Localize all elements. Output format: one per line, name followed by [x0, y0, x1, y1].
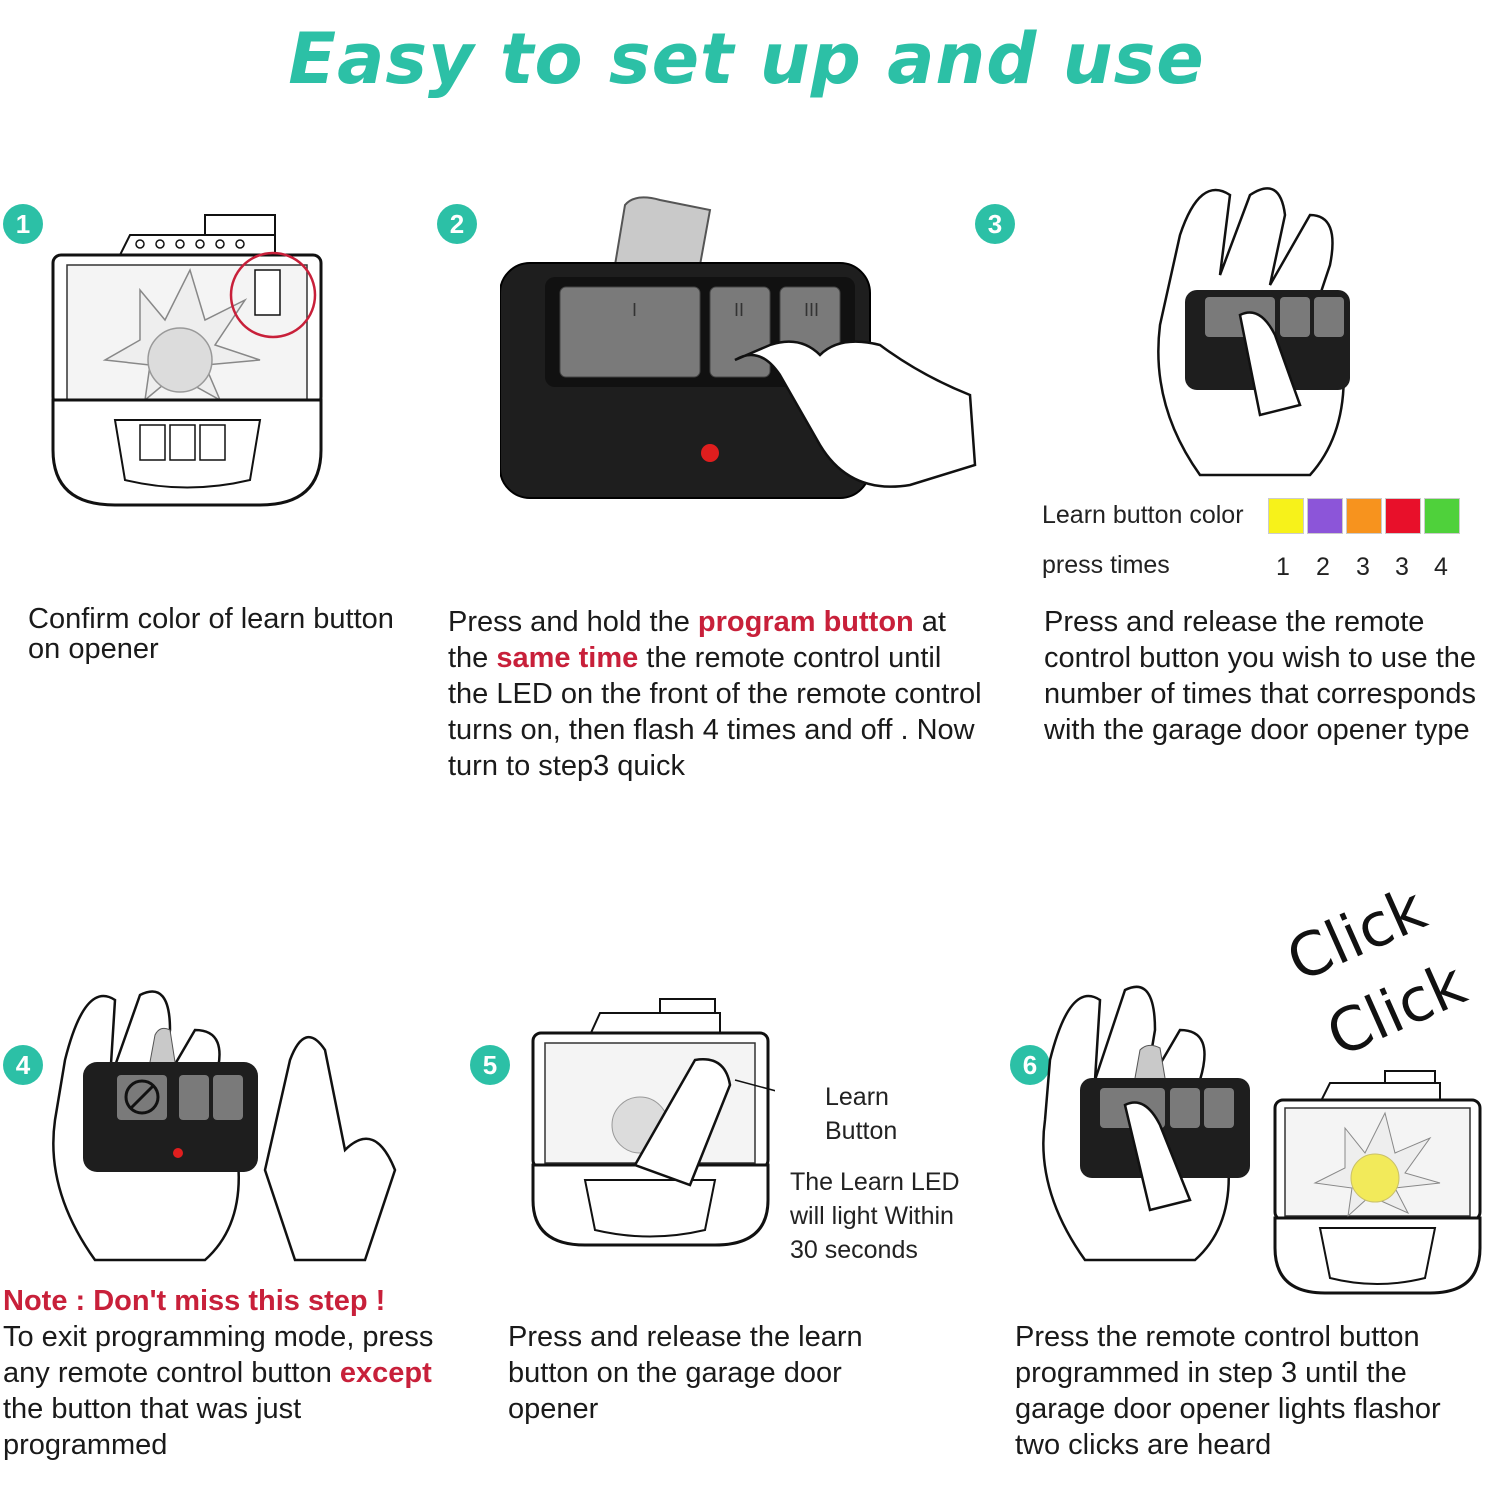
step-3-text: Press and release the remote control but… [1044, 606, 1477, 746]
step-4-note: Note : Don't miss this step ! [3, 1285, 386, 1317]
step-6-badge: 6 [1010, 1045, 1050, 1085]
remote-illustration-step2 [500, 196, 977, 499]
press-times-5: 4 [1434, 553, 1448, 581]
step-1-badge: 1 [3, 204, 43, 244]
swatch-green [1424, 498, 1460, 534]
step-4-text: To exit programming mode, press any remo… [3, 1321, 434, 1461]
step-2-text: Press and hold the program button at the… [448, 606, 982, 782]
step-3-badge: 3 [975, 204, 1015, 244]
hand-remote-illustration-step4 [52, 990, 397, 1262]
page-title: Easy to set up and use [288, 18, 1205, 100]
step-5-badge: 5 [470, 1045, 510, 1085]
step-2-badge: 2 [437, 204, 477, 244]
opener-press-illustration-step5 [531, 998, 775, 1247]
remote-mark-2: II [734, 300, 745, 320]
hand-remote-illustration-step3 [1157, 187, 1350, 477]
opener-light-illustration-step6 [1273, 1070, 1482, 1295]
step-4-badge: 4 [3, 1045, 43, 1085]
step-5-text: Press and release the learn button on th… [508, 1321, 863, 1425]
learn-button-callout: Learn Button [825, 1083, 898, 1145]
step-6-text: Press the remote control button programm… [1015, 1321, 1441, 1461]
legend-color-label: Learn button color [1042, 501, 1244, 529]
press-times-2: 2 [1316, 553, 1330, 581]
press-times-3: 3 [1356, 553, 1370, 581]
press-times-4: 3 [1395, 553, 1409, 581]
swatch-purple [1307, 498, 1343, 534]
hand-remote-illustration-step6 [1042, 985, 1250, 1262]
step-1-text: Confirm color of learn button on opener [28, 603, 394, 665]
remote-mark-1: I [632, 300, 638, 320]
opener-unit-illustration [51, 214, 323, 507]
learn-led-callout: The Learn LED will light Within 30 secon… [790, 1168, 960, 1264]
legend-press-label: press times [1042, 551, 1170, 579]
swatch-orange [1346, 498, 1382, 534]
remote-mark-3: III [804, 300, 820, 320]
swatch-yellow [1268, 498, 1304, 534]
remote-step2-marks: I II III [628, 300, 828, 330]
press-times-1: 1 [1276, 553, 1290, 581]
swatch-red [1385, 498, 1421, 534]
